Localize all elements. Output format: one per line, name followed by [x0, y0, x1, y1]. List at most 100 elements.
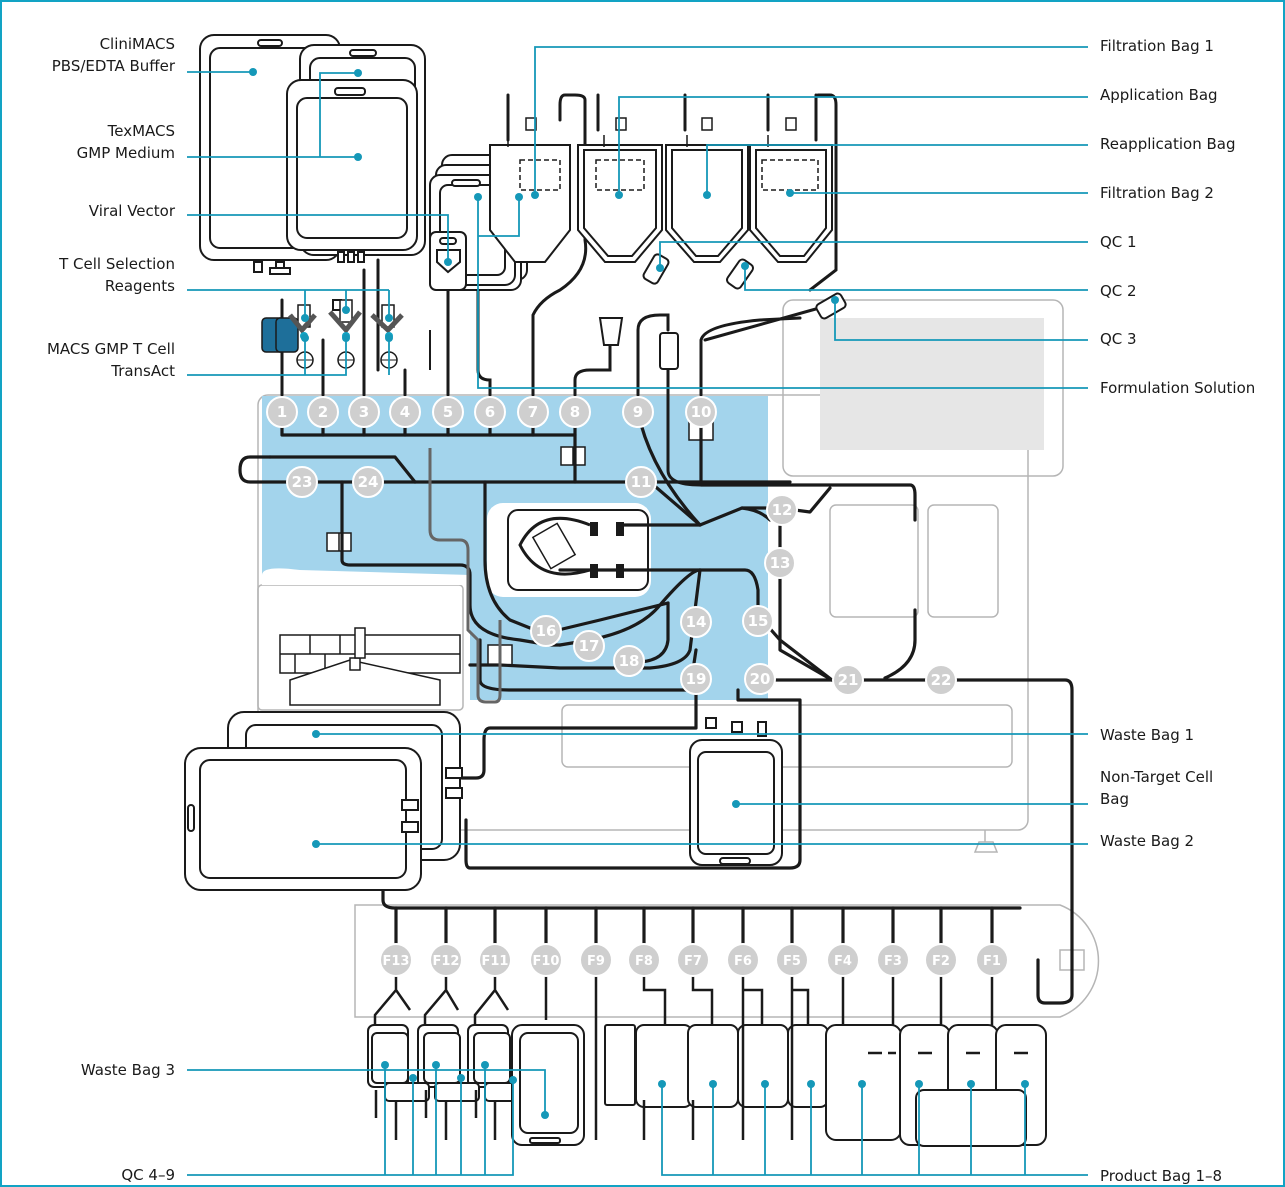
label-filt2: Filtration Bag 2 [1100, 184, 1214, 202]
port-f5: F5 [776, 944, 808, 976]
medium-bag [287, 80, 417, 250]
valve-label: 15 [748, 612, 769, 630]
port-f2: F2 [925, 944, 957, 976]
port-f11: F11 [479, 944, 511, 976]
valve-label: 21 [838, 671, 859, 689]
top-bags [490, 145, 832, 262]
port-label: F4 [834, 954, 852, 969]
valve-12: 12 [767, 495, 797, 525]
valve-label: 19 [686, 670, 707, 688]
valve-24: 24 [353, 467, 383, 497]
port-f3: F3 [877, 944, 909, 976]
port-label: F10 [533, 954, 560, 969]
valve-label: 24 [358, 473, 379, 491]
label-waste1: Waste Bag 1 [1100, 726, 1194, 744]
port-label: F12 [433, 954, 460, 969]
valve-label: 11 [631, 473, 652, 491]
valve-label: 6 [485, 403, 495, 421]
valve-label: 10 [691, 403, 712, 421]
label-filt1: Filtration Bag 1 [1100, 37, 1214, 55]
f-port-nodes: F13 F12 F11 F10 F9 F8 F7 F6 F5 F4 F3 F2 F1 [380, 944, 1008, 976]
valve-20: 20 [745, 664, 775, 694]
label-waste3: Waste Bag 3 [81, 1061, 175, 1079]
valve-7: 7 [518, 397, 548, 427]
valve-label: 16 [536, 622, 557, 640]
valve-label: 12 [772, 501, 793, 519]
label-qc3: QC 3 [1100, 330, 1137, 348]
valve-label: 17 [579, 637, 600, 655]
valve-label: 9 [633, 403, 643, 421]
port-label: F3 [884, 954, 902, 969]
port-label: F11 [482, 954, 509, 969]
valve-label: 2 [318, 403, 328, 421]
valve-label: 18 [619, 652, 640, 670]
label-qc2: QC 2 [1100, 282, 1137, 300]
valve-15: 15 [743, 606, 773, 636]
port-label: F2 [932, 954, 950, 969]
valve-3: 3 [349, 397, 379, 427]
valve-label: 22 [931, 671, 952, 689]
display-screen [820, 318, 1044, 450]
label-medium: TexMACSGMP Medium [77, 122, 175, 162]
port-f6: F6 [727, 944, 759, 976]
valve-label: 20 [750, 670, 771, 688]
port-f8: F8 [628, 944, 660, 976]
valve-18: 18 [614, 646, 644, 676]
valve-13: 13 [765, 548, 795, 578]
port-label: F6 [734, 954, 752, 969]
port-label: F5 [783, 954, 801, 969]
label-qc1: QC 1 [1100, 233, 1137, 251]
valve-5: 5 [433, 397, 463, 427]
valve-label: 13 [770, 554, 791, 572]
port-f12: F12 [430, 944, 462, 976]
product-bags [636, 1025, 1046, 1146]
valve-22: 22 [926, 665, 956, 695]
port-f1: F1 [976, 944, 1008, 976]
label-vector: Viral Vector [89, 202, 176, 220]
valve-4: 4 [390, 397, 420, 427]
valve-label: 4 [400, 403, 410, 421]
valve-6: 6 [475, 397, 505, 427]
port-f10: F10 [530, 944, 562, 976]
valve-23: 23 [287, 467, 317, 497]
valve-label: 8 [570, 403, 580, 421]
port-f9: F9 [580, 944, 612, 976]
valve-label: 14 [686, 613, 707, 631]
valve-9: 9 [623, 397, 653, 427]
valve-19: 19 [681, 664, 711, 694]
label-waste2: Waste Bag 2 [1100, 832, 1194, 850]
valve-label: 7 [528, 403, 538, 421]
port-label: F7 [684, 954, 702, 969]
incubator-unit [280, 628, 460, 705]
valve-11: 11 [626, 467, 656, 497]
centrifuge-chamber [487, 503, 651, 597]
port-label: F13 [383, 954, 410, 969]
label-app: Application Bag [1100, 86, 1218, 104]
valve-2: 2 [308, 397, 338, 427]
valve-14: 14 [681, 607, 711, 637]
valve-label: 3 [359, 403, 369, 421]
valve-17: 17 [574, 631, 604, 661]
port-f4: F4 [827, 944, 859, 976]
non-target-bag [690, 718, 782, 865]
valve-1: 1 [267, 397, 297, 427]
port-f13: F13 [380, 944, 412, 976]
valve-label: 23 [292, 473, 313, 491]
port-label: F9 [587, 954, 605, 969]
port-label: F8 [635, 954, 653, 969]
label-form: Formulation Solution [1100, 379, 1255, 397]
label-product: Product Bag 1–8 [1100, 1167, 1222, 1185]
label-reapp: Reapplication Bag [1100, 135, 1236, 153]
valve-16: 16 [531, 616, 561, 646]
waste-bags [185, 712, 462, 890]
port-f7: F7 [677, 944, 709, 976]
port-label: F1 [983, 954, 1001, 969]
valve-21: 21 [833, 665, 863, 695]
valve-label: 5 [443, 403, 453, 421]
valve-label: 1 [277, 403, 287, 421]
